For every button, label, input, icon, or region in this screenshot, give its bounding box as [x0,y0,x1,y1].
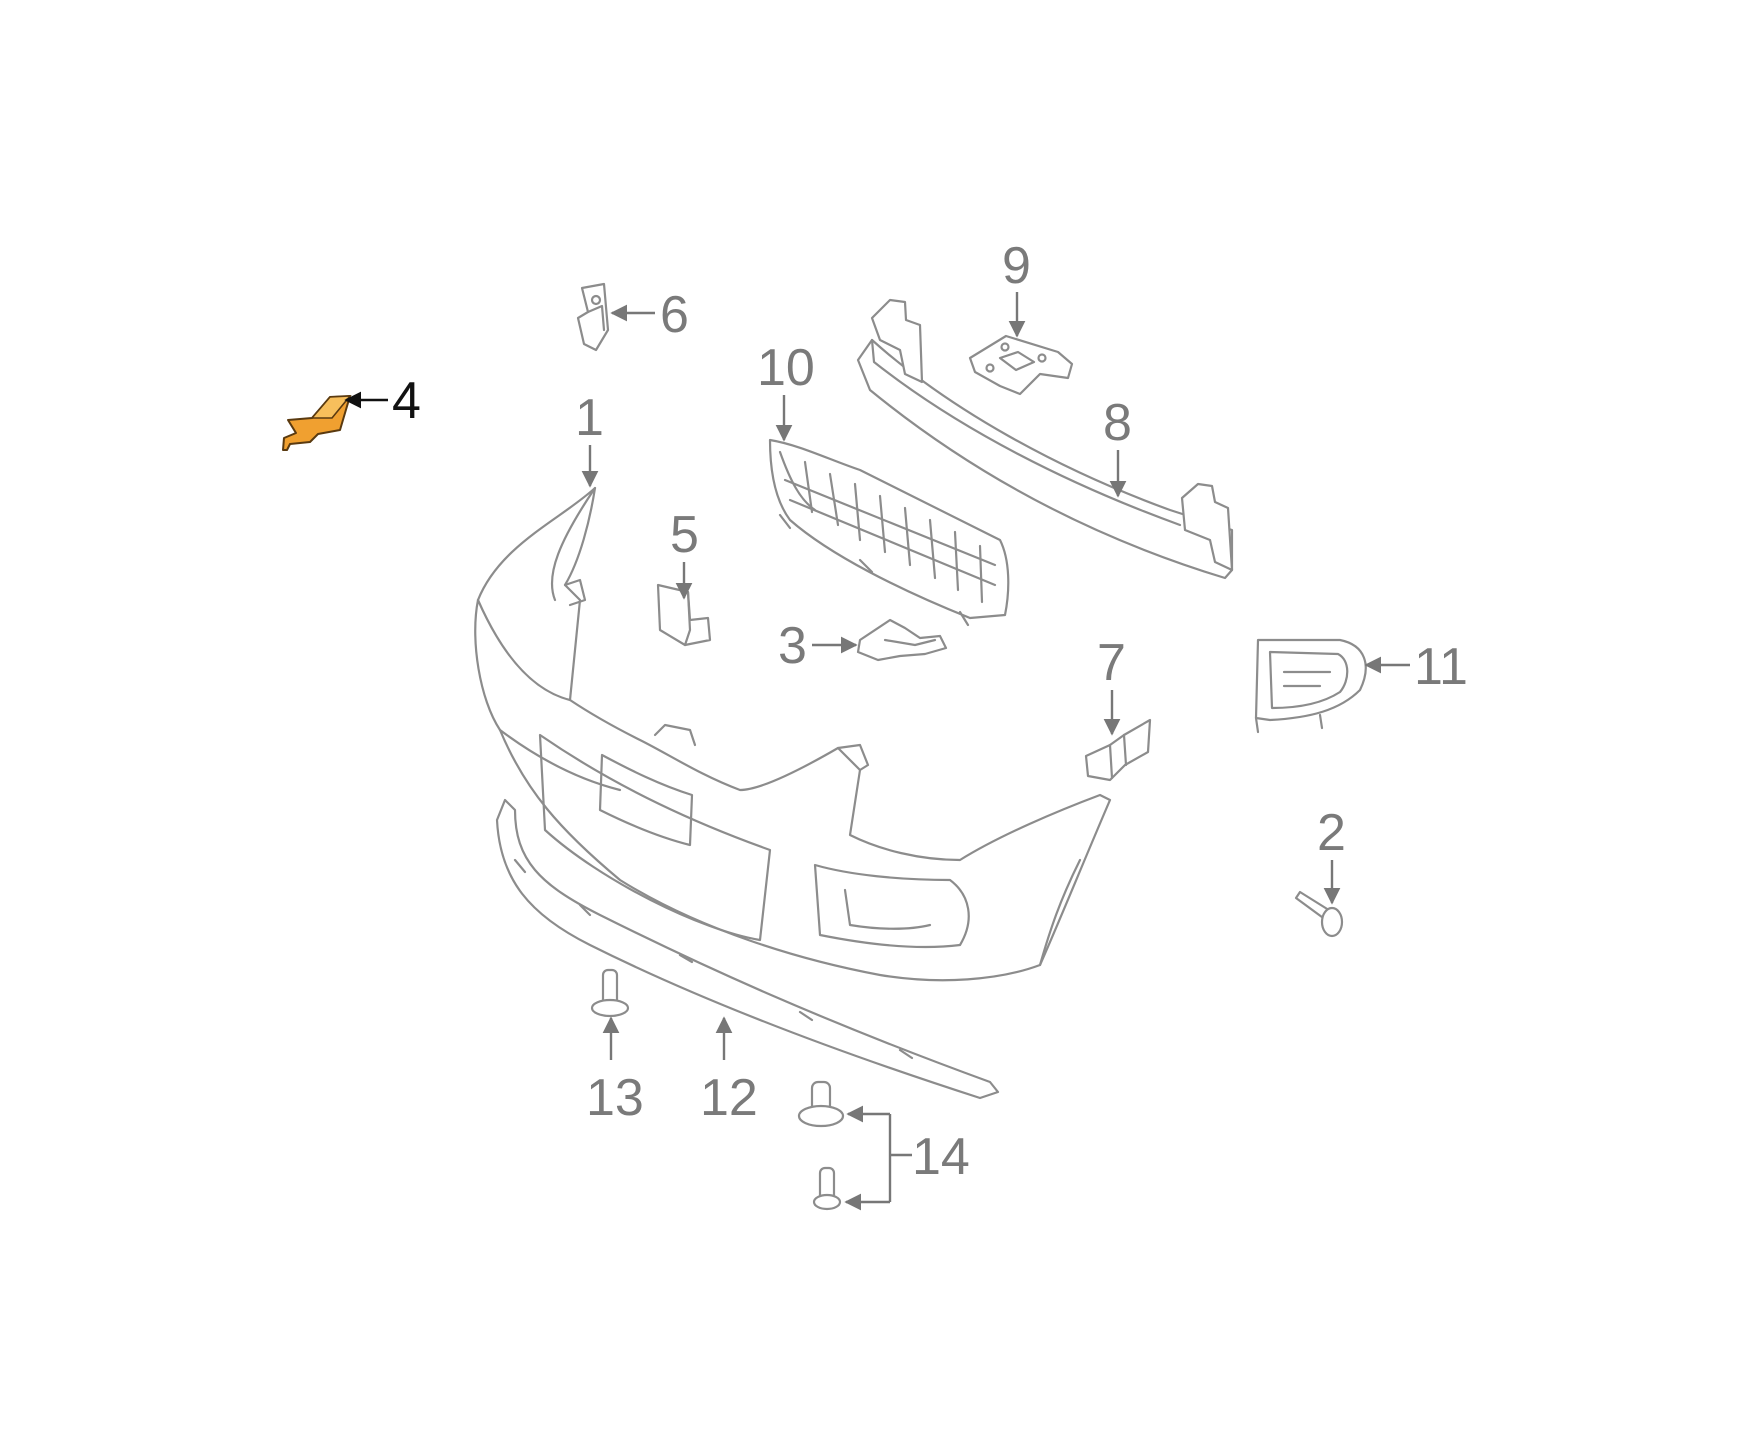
callout-5[interactable]: 5 [670,506,699,564]
part-8-reinforcement-beam[interactable] [856,298,1234,580]
part-7-bracket[interactable] [1084,718,1152,782]
beam-right-mount [1180,482,1234,572]
part-6-bracket[interactable] [576,282,610,352]
beam-left-mount [870,298,924,384]
part-2-pin[interactable] [1294,890,1344,938]
part-7-shape [1084,718,1152,782]
callout-4[interactable]: 4 [392,372,421,430]
part-3-bracket[interactable] [856,618,948,662]
callout-1[interactable]: 1 [575,389,604,447]
part-14-fasteners[interactable] [797,1080,845,1211]
callout-9[interactable]: 9 [1002,237,1031,295]
callout-10[interactable]: 10 [757,339,815,397]
callout-2[interactable]: 2 [1317,804,1346,862]
beam-outline [856,338,1234,580]
callout-14[interactable]: 14 [912,1128,970,1186]
part-4-bracket[interactable] [282,395,352,451]
part-10-grille[interactable] [768,438,1010,627]
callout-11[interactable]: 11 [1414,638,1468,696]
callout-8[interactable]: 8 [1103,394,1132,452]
part-12-lower-lip[interactable] [495,798,1000,1100]
fastener-14a-head [797,1104,845,1128]
part-9-shape [968,334,1074,396]
fastener-14b-head [812,1193,842,1211]
callout-12[interactable]: 12 [700,1069,758,1127]
grille-outline [768,438,1010,620]
callout-13[interactable]: 13 [586,1069,644,1127]
part-11-fog-lamp-bezel[interactable] [1254,638,1367,734]
part-3-shape [856,618,948,662]
part-13-rivet[interactable] [590,968,630,1018]
callout-3[interactable]: 3 [778,617,807,675]
pin-head [1320,906,1344,938]
part-1-bumper-cover[interactable] [474,486,1112,982]
callout-7[interactable]: 7 [1097,634,1126,692]
part-9-plate[interactable] [968,334,1074,396]
callout-6[interactable]: 6 [660,286,689,344]
bezel-outline [1254,638,1367,722]
rivet-13-head [590,998,630,1018]
